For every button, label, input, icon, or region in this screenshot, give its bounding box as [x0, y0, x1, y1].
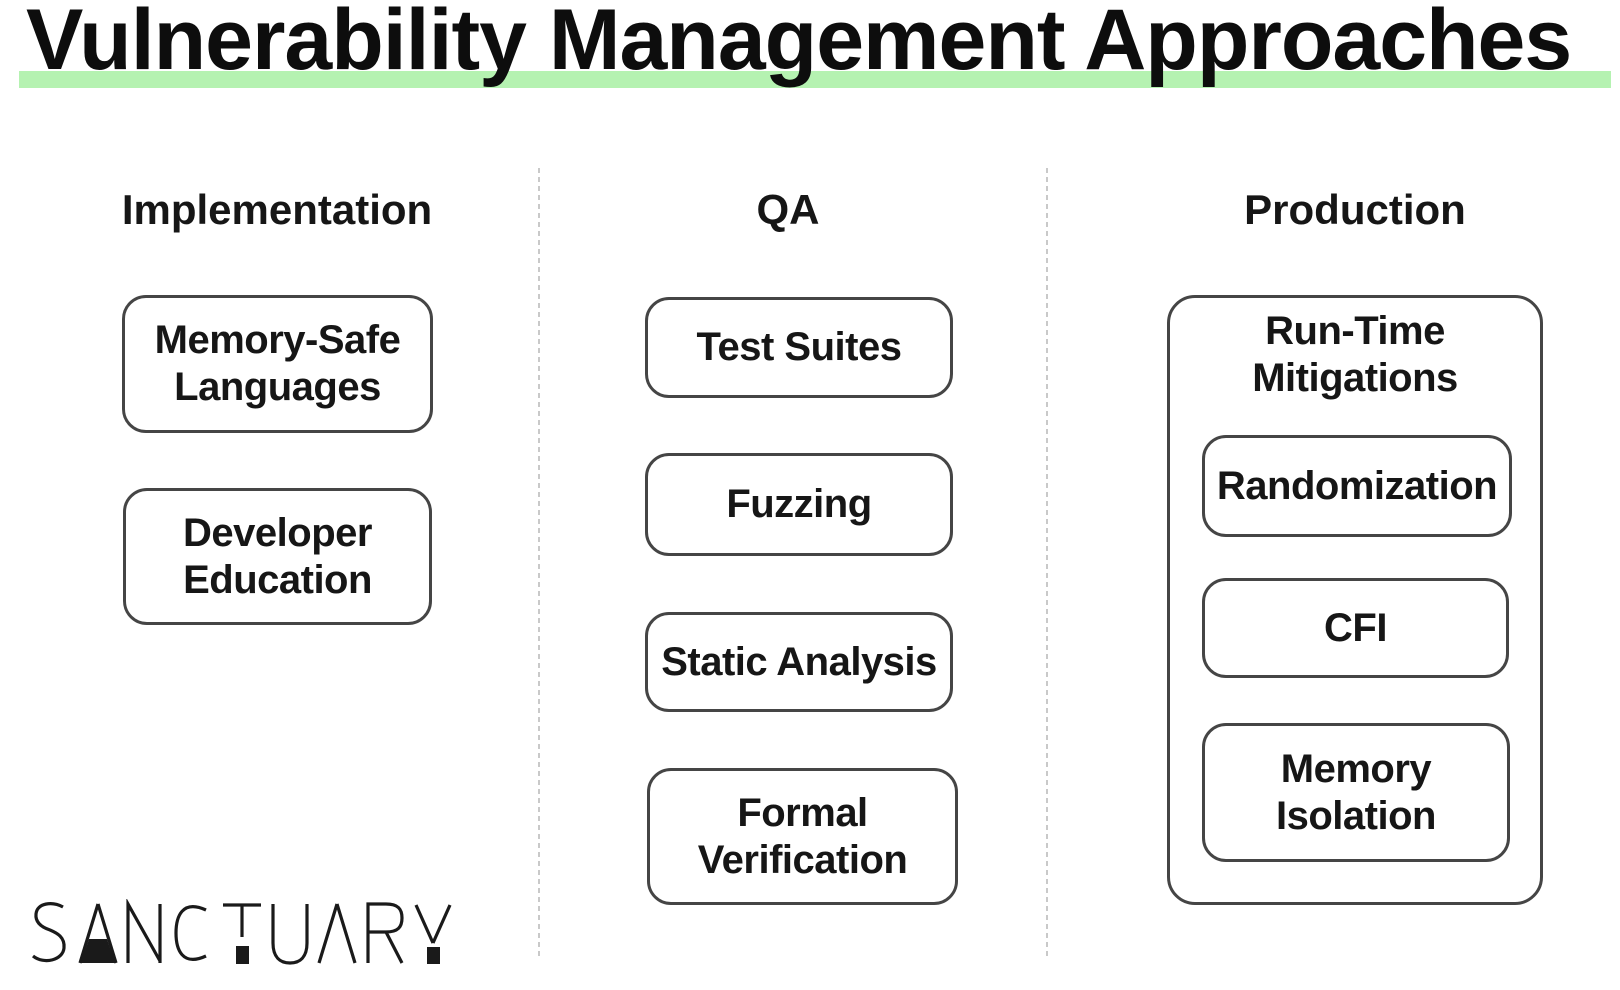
title-highlight-bar [19, 71, 1611, 88]
node-developer-education: Developer Education [123, 488, 432, 625]
node-static-analysis: Static Analysis [645, 612, 953, 712]
column-header-production: Production [1244, 186, 1466, 233]
column-header-qa: QA [756, 186, 820, 233]
column-header-implementation: Implementation [121, 186, 433, 233]
node-randomization: Randomization [1202, 435, 1512, 537]
sanctuary-logo [30, 899, 460, 967]
node-cfi: CFI [1202, 578, 1509, 678]
column-divider-right [1046, 168, 1048, 956]
group-runtime-mitigations-label: Run-Time Mitigations [1252, 309, 1458, 400]
node-memory-isolation: Memory Isolation [1202, 723, 1510, 862]
page-title: Vulnerability Management Approaches [26, 0, 1572, 88]
node-formal-verification: Formal Verification [647, 768, 958, 905]
node-memory-safe-languages: Memory-Safe Languages [122, 295, 433, 433]
node-fuzzing: Fuzzing [645, 453, 953, 556]
column-divider-left [538, 168, 540, 956]
sanctuary-logo-svg [31, 899, 452, 965]
node-test-suites: Test Suites [645, 297, 953, 398]
